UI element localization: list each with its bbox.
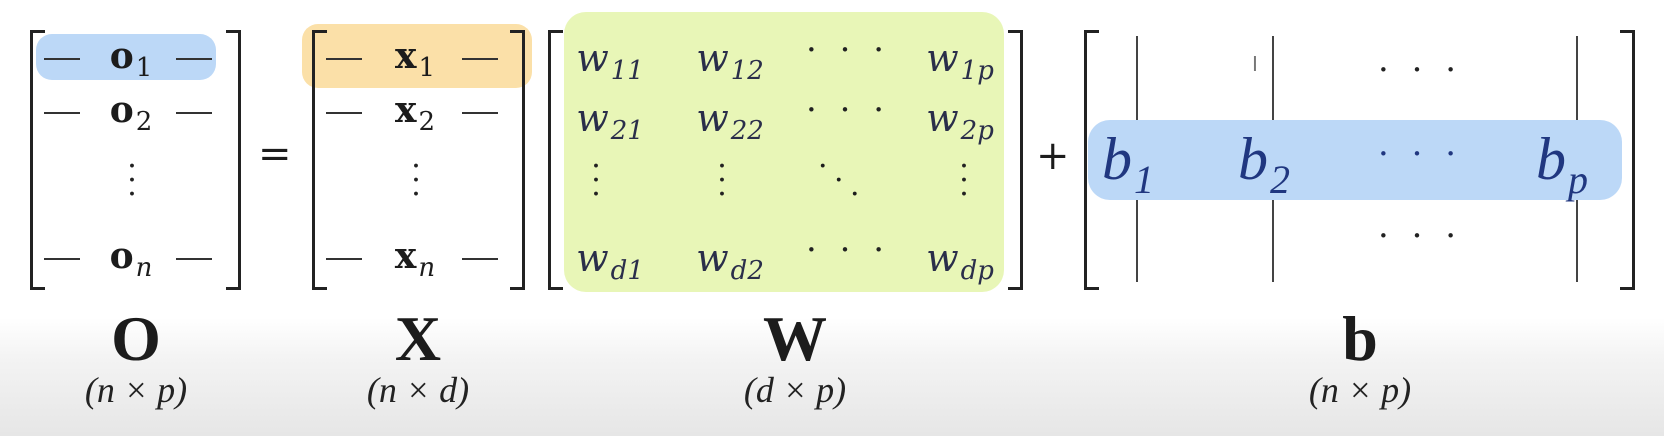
o1-left-dash	[44, 58, 80, 60]
w-left-bracket	[548, 30, 563, 290]
xn-entry: xn	[394, 235, 436, 283]
w2p-entry: w2p	[926, 96, 994, 146]
x1-right-dash	[462, 58, 498, 60]
w1p-entry: w1p	[926, 36, 994, 86]
w-diagonal-dots: · · ·	[818, 149, 860, 212]
o1-right-dash	[176, 58, 212, 60]
w-row1-hdots: · · ·	[806, 30, 891, 70]
b-right-bracket	[1620, 30, 1635, 290]
w22-entry: w22	[696, 96, 764, 146]
wd1-entry: wd1	[576, 236, 644, 286]
x2-right-dash	[462, 112, 498, 114]
text-cursor-icon: I	[1252, 52, 1258, 76]
w-col2-vdots: ···	[717, 149, 727, 212]
o2-right-dash	[176, 112, 212, 114]
x-right-bracket	[510, 30, 525, 290]
equals-sign: =	[258, 131, 292, 177]
b2-entry: b2	[1238, 126, 1290, 202]
w11-entry: w11	[576, 36, 644, 86]
x1-left-dash	[326, 58, 362, 60]
o-right-bracket	[226, 30, 241, 290]
w12-entry: w12	[696, 36, 764, 86]
x2-left-dash	[326, 112, 362, 114]
o1-row-highlight	[36, 34, 216, 80]
b-matrix-dims: (n × p)	[1308, 370, 1412, 410]
w-right-bracket	[1008, 30, 1023, 290]
x-matrix-name: X	[394, 303, 442, 374]
on-left-dash	[44, 258, 80, 260]
on-entry: on	[109, 235, 153, 283]
b-matrix-name: b	[1342, 303, 1378, 374]
o2-left-dash	[44, 112, 80, 114]
bp-entry: bp	[1536, 126, 1588, 202]
b-middle-hdots: · · ·	[1378, 134, 1463, 174]
o-matrix-dims: (n × p)	[84, 370, 188, 410]
xn-left-dash	[326, 258, 362, 260]
w-row4-hdots: · · ·	[806, 230, 891, 270]
x-matrix-dims: (n × d)	[366, 370, 470, 410]
w21-entry: w21	[576, 96, 644, 146]
w-col1-vdots: ···	[591, 149, 601, 212]
w-matrix-dims: (d × p)	[743, 370, 847, 410]
w-matrix-highlight	[564, 12, 1004, 292]
b1-entry: b1	[1102, 126, 1154, 202]
w-row2-hdots: · · ·	[806, 90, 891, 130]
o-left-bracket	[30, 30, 45, 290]
b-row-highlight	[1088, 120, 1622, 200]
x-left-bracket	[312, 30, 327, 290]
b-bottom-hdots: · · ·	[1378, 216, 1463, 256]
plus-sign: +	[1036, 133, 1070, 179]
w-matrix-name: W	[763, 303, 827, 374]
b-left-bracket	[1084, 30, 1099, 290]
wdp-entry: wdp	[926, 236, 994, 286]
o-matrix-name: O	[111, 303, 161, 374]
o-vertical-dots: ···	[127, 149, 137, 212]
xn-right-dash	[462, 258, 498, 260]
b-top-hdots: · · ·	[1378, 50, 1463, 90]
wd2-entry: wd2	[696, 236, 764, 286]
o1-entry: o1	[109, 35, 153, 83]
on-right-dash	[176, 258, 212, 260]
x1-row-highlight	[302, 24, 532, 88]
x-vertical-dots: ···	[411, 149, 421, 212]
w-col4-vdots: ···	[959, 149, 969, 212]
x2-entry: x2	[394, 89, 435, 137]
o2-entry: o2	[109, 89, 153, 137]
x1-entry: x1	[394, 35, 435, 83]
